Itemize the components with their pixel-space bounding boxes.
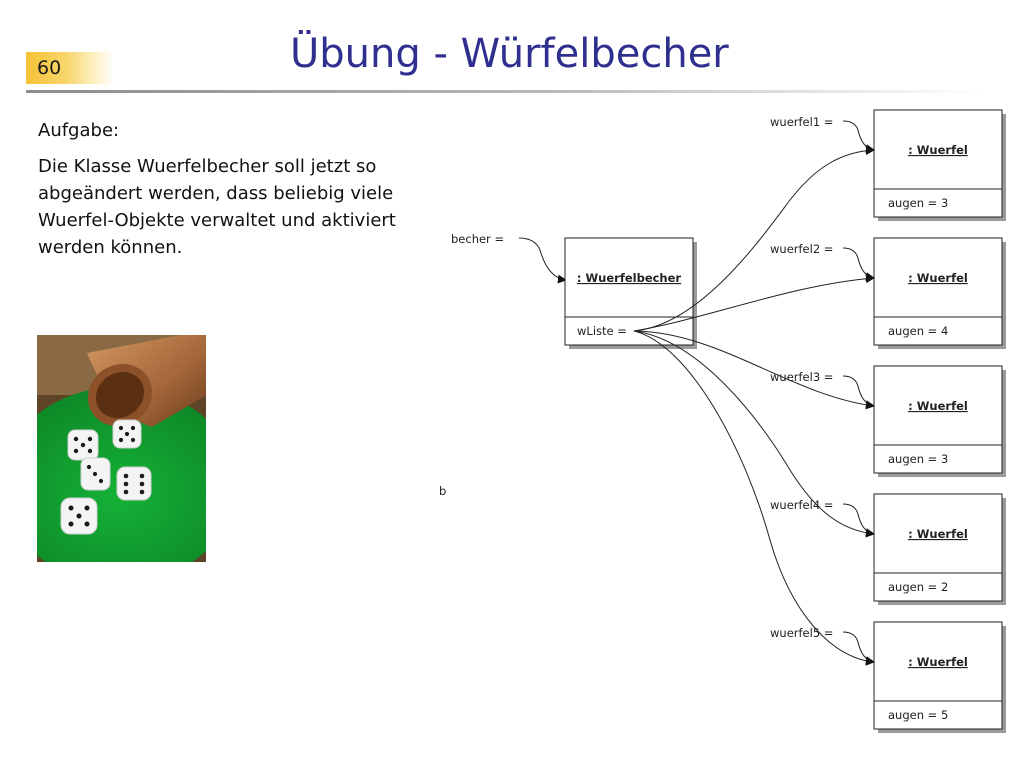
augen-field: augen = 3 <box>888 452 948 466</box>
wuerfel-object-1: : Wuerfel augen = 3 <box>873 109 1006 221</box>
task-description: Die Klasse Wuerfelbecher soll jetzt so a… <box>38 156 396 258</box>
slide-number: 60 <box>26 52 114 84</box>
wuerfel1-reference-arrow <box>842 120 875 154</box>
wuerfelbecher-object-title: : Wuerfelbecher <box>577 271 682 285</box>
wuerfel2-label: wuerfel2 = <box>770 242 833 256</box>
wuerfelbecher-object: : Wuerfelbecher wListe = <box>564 237 697 349</box>
augen-field: augen = 4 <box>888 324 948 338</box>
wuerfel3-reference-arrow <box>842 375 875 410</box>
wuerfel-object-4: : Wuerfel augen = 2 <box>873 493 1006 605</box>
wuerfel-object-title: : Wuerfel <box>908 271 968 285</box>
wliste-arrow-1 <box>633 145 875 332</box>
wliste-reference-arrows <box>633 145 875 666</box>
wuerfel2-reference-arrow <box>842 247 875 282</box>
wuerfel3-label: wuerfel3 = <box>770 370 833 384</box>
wliste-arrow-2 <box>633 274 875 332</box>
augen-field: augen = 2 <box>888 580 948 594</box>
augen-field: augen = 5 <box>888 708 948 722</box>
wliste-arrow-5 <box>633 330 875 666</box>
slide-title: Übung - Würfelbecher <box>290 31 729 77</box>
wuerfel-object-title: : Wuerfel <box>908 399 968 413</box>
wliste-field: wListe = <box>577 324 627 338</box>
title-divider <box>26 90 986 93</box>
wuerfel4-label: wuerfel4 = <box>770 498 833 512</box>
wuerfel-object-title: : Wuerfel <box>908 655 968 669</box>
wuerfel-object-2: : Wuerfel augen = 4 <box>873 237 1006 349</box>
wliste-arrow-3 <box>633 330 875 410</box>
dice-cup-photo <box>37 335 206 562</box>
stray-label: b <box>439 484 446 498</box>
task-label: Aufgabe: <box>38 120 120 141</box>
wuerfel-object-3: : Wuerfel augen = 3 <box>873 365 1006 477</box>
wuerfel5-label: wuerfel5 = <box>770 626 833 640</box>
wuerfel-object-title: : Wuerfel <box>908 527 968 541</box>
wuerfel-object-title: : Wuerfel <box>908 143 968 157</box>
task-text-block: Aufgabe: Die Klasse Wuerfelbecher soll j… <box>38 117 398 261</box>
augen-field: augen = 3 <box>888 196 948 210</box>
wuerfel1-label: wuerfel1 = <box>770 115 833 129</box>
becher-label: becher = <box>451 232 504 246</box>
becher-reference-arrow <box>518 237 567 284</box>
wuerfel5-reference-arrow <box>842 631 875 666</box>
wuerfel4-reference-arrow <box>842 503 875 538</box>
wliste-arrow-4 <box>633 330 875 538</box>
wuerfel-object-5: : Wuerfel augen = 5 <box>873 621 1006 733</box>
